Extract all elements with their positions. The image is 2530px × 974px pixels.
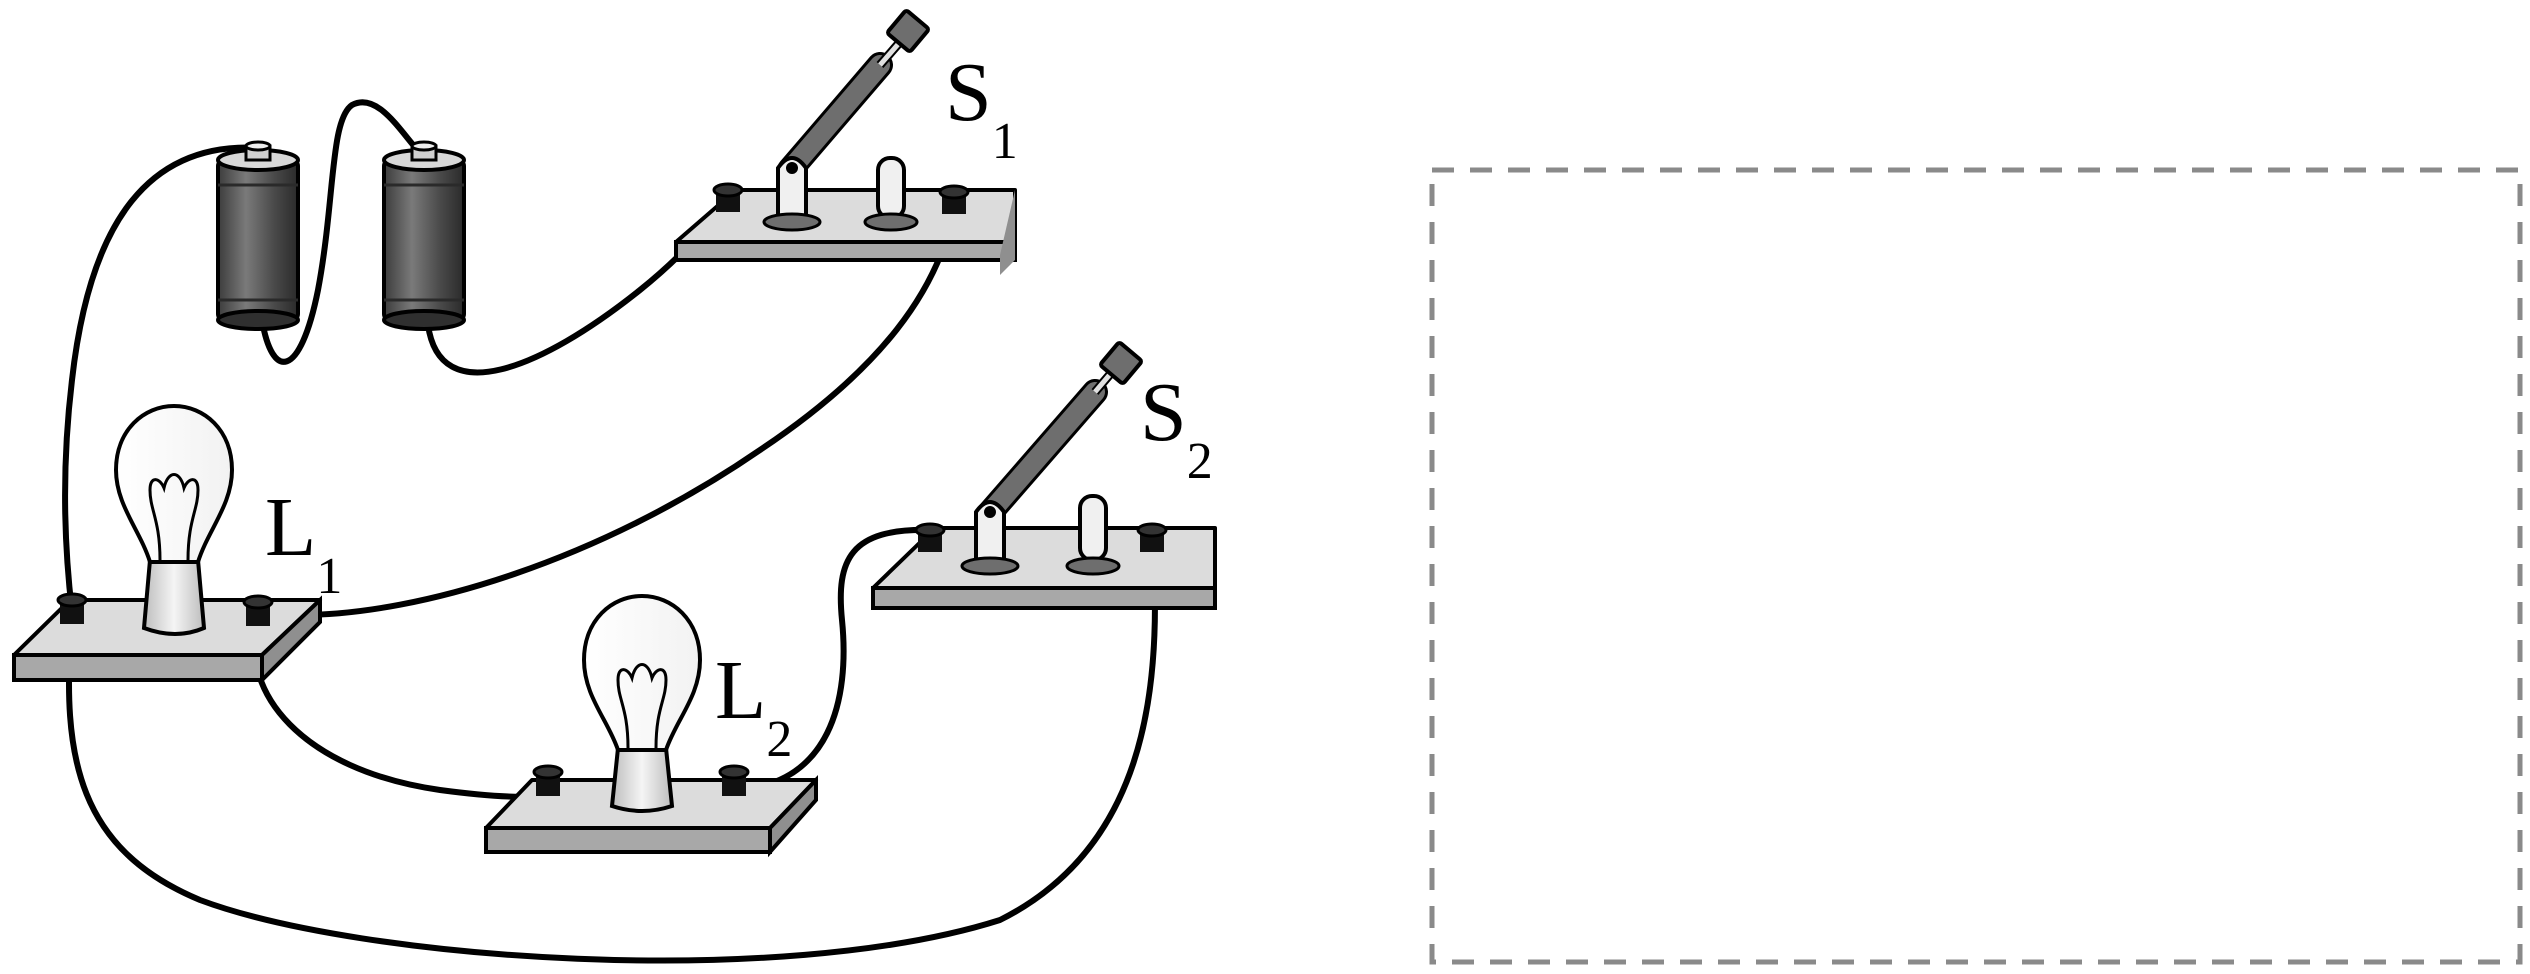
label-s1: S1 <box>945 46 1018 170</box>
label-l1: L1 <box>265 481 342 605</box>
battery-1 <box>216 140 300 331</box>
lamp-l2 <box>484 593 818 858</box>
s2-terminal-right <box>1136 522 1168 552</box>
wire-s1-to-l1 <box>297 202 958 618</box>
switch-s1 <box>674 9 1017 275</box>
wire-battery-to-l1 <box>62 144 265 615</box>
battery-2 <box>382 140 466 331</box>
label-s2: S2 <box>1140 366 1213 490</box>
l1-terminal-right <box>242 594 274 626</box>
s1-terminal-right <box>938 184 970 214</box>
l1-terminal-left <box>56 592 88 624</box>
s2-terminal-left <box>914 522 946 552</box>
wires <box>62 99 1159 964</box>
wire-s2-to-l1 <box>65 532 1159 964</box>
lamp-l1 <box>12 403 322 685</box>
wire-l1-to-l2 <box>251 622 551 800</box>
wire-battery-series-link <box>259 99 428 365</box>
s1-terminal-left <box>712 182 744 212</box>
l2-terminal-left <box>532 764 564 796</box>
wire-l2-to-s2 <box>732 526 933 793</box>
label-l2: L2 <box>715 644 792 768</box>
switch-s2 <box>871 341 1217 610</box>
l2-terminal-right <box>718 764 750 796</box>
answer-box[interactable] <box>1429 167 2523 965</box>
wire-battery-to-s1 <box>425 202 731 376</box>
